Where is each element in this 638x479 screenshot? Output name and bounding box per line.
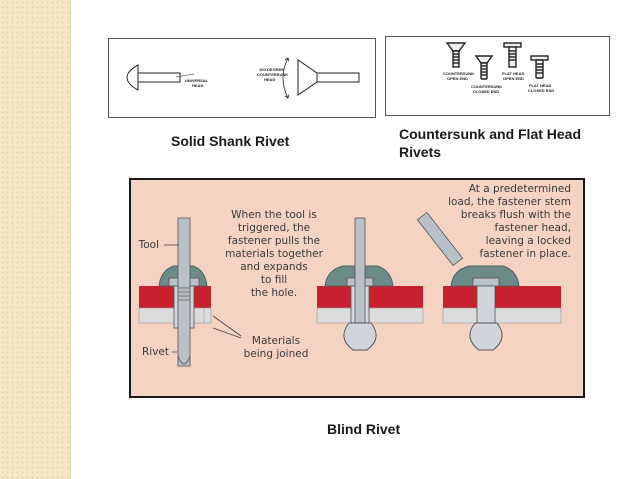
middle-text-1: When the tool is xyxy=(231,209,317,221)
countersunk-flat-head-illustration: COUNTERSUNK OPEN END COUNTERSUNK CLOSED … xyxy=(385,36,610,116)
blind-rivet-stage-1 xyxy=(138,217,212,367)
solid-shank-rivet-illustration: UNIVERSAL HEAD 100-DEGREE COUNTERSUNK HE… xyxy=(108,38,376,118)
countersunk-head-rivet xyxy=(297,59,360,96)
middle-text-5: and expands xyxy=(240,261,307,273)
right-text-6: fastener in place. xyxy=(480,248,571,260)
right-text-3: breaks flush with the xyxy=(461,209,571,221)
right-text-4: fastener head, xyxy=(495,222,572,234)
middle-text-4: materials together xyxy=(225,248,324,260)
middle-text-3: fastener pulls the xyxy=(228,235,320,247)
right-text-1: At a predetermined xyxy=(469,183,571,195)
cs-open-label-2: OPEN END xyxy=(447,76,468,81)
tool-label: Tool xyxy=(138,239,159,251)
solid-shank-rivet-caption: Solid Shank Rivet xyxy=(171,133,290,149)
blind-rivet-caption: Blind Rivet xyxy=(327,421,401,437)
countersunk-head-label-1: 100-DEGREE xyxy=(259,67,284,72)
countersunk-caption-line-2: Rivets xyxy=(399,144,442,160)
countersunk-head-label-2: COUNTERSUNK xyxy=(257,72,288,77)
right-text-5: leaving a locked xyxy=(486,235,571,247)
fh-closed-label-1: FLAT HEAD xyxy=(529,83,551,88)
rivet-drawings xyxy=(445,42,549,80)
countersunk-caption-line-1: Countersunk and Flat Head xyxy=(399,126,582,142)
blind-rivet-illustration: Tool Rivet Materials being joined When t… xyxy=(129,178,585,398)
blind-rivet-stage-2 xyxy=(316,217,424,351)
middle-text-2: triggered, the xyxy=(238,222,310,234)
middle-text-7: the hole. xyxy=(251,287,297,299)
fh-open-label-1: FLAT HEAD xyxy=(502,71,524,76)
cs-open-label-1: COUNTERSUNK xyxy=(443,71,474,76)
cs-closed-label-2: CLOSED END xyxy=(473,89,499,94)
cs-closed-label-1: COUNTERSUNK xyxy=(471,84,502,89)
right-text-2: load, the fastener stem xyxy=(448,196,571,208)
materials-label-1: Materials xyxy=(252,335,300,347)
blind-rivet-stage-3 xyxy=(416,211,562,351)
countersunk-flat-head-caption: Countersunk and Flat Head Rivets xyxy=(399,125,581,161)
fh-open-label-2: OPEN END xyxy=(503,76,524,81)
universal-head-label-2: HEAD xyxy=(192,83,203,88)
universal-head-label-1: UNIVERSAL xyxy=(185,78,209,83)
decorative-side-band xyxy=(0,0,71,479)
universal-head-rivet xyxy=(126,64,181,91)
countersunk-head-label-3: HEAD xyxy=(264,77,275,82)
materials-pointer-2 xyxy=(212,327,242,339)
middle-text-6: to fill xyxy=(261,274,287,286)
materials-label-2: being joined xyxy=(244,348,309,360)
fh-closed-label-2: CLOSED END xyxy=(528,88,554,93)
rivet-label: Rivet xyxy=(142,346,169,358)
materials-pointer-1 xyxy=(212,315,242,337)
